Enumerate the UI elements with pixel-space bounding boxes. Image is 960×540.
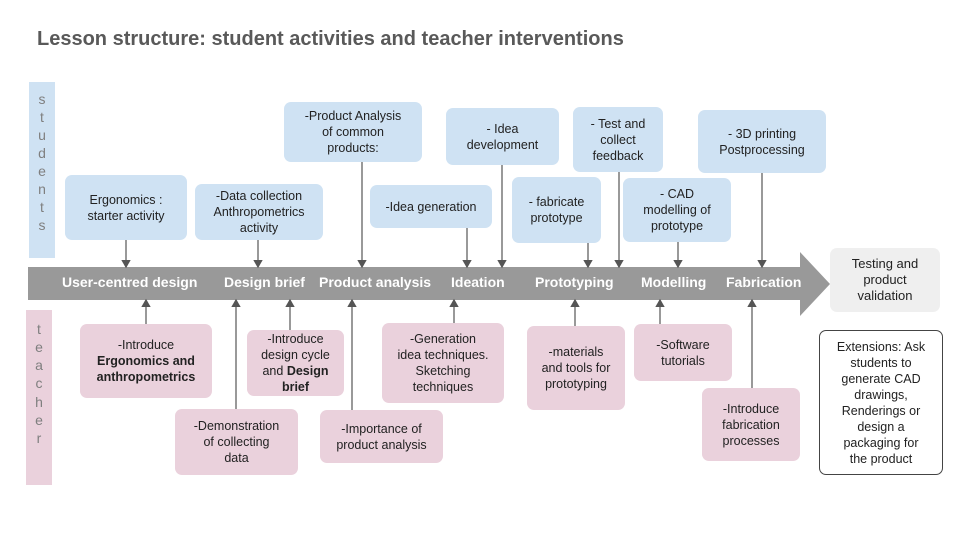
side-label-letter: s	[38, 217, 46, 233]
side-label-letter: u	[38, 127, 46, 143]
page-title: Lesson structure: student activities and…	[37, 28, 624, 50]
side-label-letter: a	[35, 357, 43, 374]
side-label-letter: t	[37, 321, 41, 337]
side-label-letter: e	[35, 339, 43, 356]
teacher-intervention-box: -Introduce Ergonomics and anthropometric…	[80, 324, 212, 398]
stage-label: User-centred design	[62, 274, 198, 290]
side-label-letter: d	[38, 145, 46, 161]
stage-label: Product analysis	[319, 274, 432, 290]
side-label-letter: n	[38, 181, 46, 197]
side-label-letter: s	[38, 91, 46, 107]
stage-label: Fabrication	[726, 274, 802, 290]
timeline-band	[28, 252, 830, 316]
side-label-letter: t	[40, 109, 44, 125]
stage-label: Design brief	[224, 274, 305, 290]
extensions-box: Extensions: Ask students to generate CAD…	[819, 330, 943, 475]
teacher-intervention-box: -Introduce design cycle and Design brief	[247, 330, 344, 396]
student-activity-box: -Idea generation	[370, 185, 492, 228]
student-activity-box: Ergonomics :starter activity	[65, 175, 187, 240]
side-label-letter: r	[36, 429, 42, 446]
side-label-letter: e	[35, 411, 43, 428]
stage-label: Modelling	[641, 274, 707, 290]
end-box-testing: Testing and product validation	[830, 248, 940, 312]
side-label-letter: t	[40, 199, 44, 215]
stage-label: Prototyping	[535, 274, 614, 290]
side-label-letter: h	[35, 393, 43, 410]
side-label-letter: c	[35, 375, 43, 392]
stage-label: Ideation	[451, 274, 505, 290]
side-label-letter: e	[38, 163, 46, 179]
